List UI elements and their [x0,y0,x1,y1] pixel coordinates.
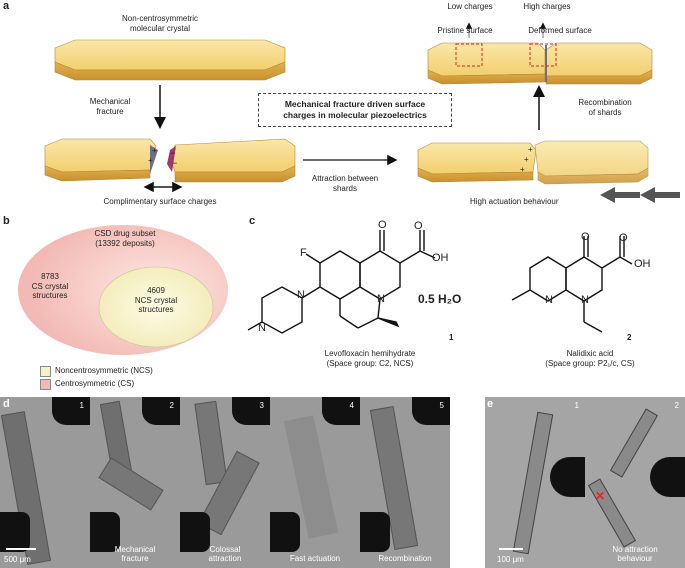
compound-2-spacegroup: (Space group: P2₁/c, CS) [545,359,635,368]
atom-o-ketone-1: O [378,219,387,231]
d3-number: 3 [259,401,264,410]
compound-1-spacegroup: (Space group: C2, NCS) [326,359,414,368]
d1-number: 1 [79,401,84,410]
crystal-title: Non-centrosymmetric molecular crystal [70,14,250,33]
low-charges-label: Low charges [447,2,493,11]
e2-caption: No attraction behaviour [612,544,658,564]
micro-frame-e2: ✕ 2 No attraction behaviour [585,397,685,568]
e1-number: 1 [574,401,579,410]
intact-crystal [54,39,286,81]
high-actuation-label: High actuation behaviour [470,197,559,206]
complimentary-label: Complimentary surface charges [103,197,217,206]
atom-oh-2: OH [634,258,651,270]
d3-caption: Colossal attraction [208,544,242,564]
mechanical-fracture-label: Mechanical fracture [60,97,160,116]
d5-number: 5 [439,401,444,410]
recombined-crystal [427,22,653,85]
crystal-title-line2: molecular crystal [129,23,190,33]
panel-c-label: c [249,215,256,227]
recombination-line1: Recombination [578,98,632,107]
panel-b-label: b [3,215,10,227]
ncs-region [98,266,214,348]
summary-line2: charges in molecular piezoelectrics [283,110,427,121]
atom-o-acid-2: O [619,232,628,244]
svg-text:+: + [148,156,153,165]
cs-count-line3: structures [32,291,68,301]
svg-text:+: + [520,165,525,174]
e-scale-bar: 100 μm [497,555,524,564]
high-charges-label: High charges [523,2,571,11]
d5-caption: Recombination [378,554,432,564]
atom-n-methyl: N [258,322,266,334]
micro-frame-d3: 3 Colossal attraction [180,397,271,568]
ncs-count-line3: structures [138,305,174,315]
outer-label: CSD drug subset (13392 deposits) [85,229,165,248]
pristine-label: Pristine surface [437,26,493,35]
attraction-line2: shards [332,183,357,193]
ncs-count-line2: NCS crystal [134,295,178,305]
attracting-crystal: + + + [417,140,649,185]
mechanical-fracture-line2: fracture [96,106,124,116]
recombination-line2: of shards [588,107,622,117]
venn-diagram [18,225,228,355]
mechanical-fracture-line1: Mechanical [89,97,131,106]
atom-n-quinolone: N [581,294,589,306]
deformed-label: Deformed surface [528,26,592,35]
crystal-title-line1: Non-centrosymmetric [121,14,198,23]
hydrate-label: 0.5 H₂O [418,292,462,306]
outer-line2: (13392 deposits) [95,238,155,248]
svg-text:−: − [172,158,177,168]
svg-text:−: − [170,148,175,158]
summary-line1: Mechanical fracture driven surface [284,99,426,109]
svg-text:+: + [524,155,529,164]
d2-caption: Mechanical fracture [114,544,156,564]
atom-o-ketone-2: O [581,231,590,243]
outer-line1: CSD drug subset [94,229,156,238]
svg-text:+: + [152,146,157,155]
legend-ncs-label: Noncentrosymmetric (NCS) [55,366,153,375]
micro-frame-d1: 1 500 μm [0,397,91,568]
micro-frame-d5: 5 Recombination [360,397,451,568]
atom-n-pip: N [297,289,305,301]
compound-2-name: Nalidixic acid [566,349,614,358]
legend-cs-label: Centrosymmetric (CS) [55,379,135,388]
panel-e-label: e [487,398,494,410]
no-attraction-mark: ✕ [595,489,606,503]
recombination-label: Recombination of shards [560,98,650,117]
panel-d-label: d [3,398,10,410]
d4-number: 4 [349,401,354,410]
atom-n-ring: N [377,293,385,305]
d2-number: 2 [169,401,174,410]
nalidixic-structure [511,236,633,333]
summary-box: Mechanical fracture driven surface charg… [258,93,452,128]
chemical-structures [247,230,633,334]
svg-text:+: + [528,145,533,154]
ncs-count: 4609 NCS crystal structures [125,286,187,315]
levofloxacin-structure [247,230,436,334]
ncs-count-value: 4609 [147,286,165,295]
fractured-crystal: + + − − [44,138,296,183]
attraction-line1: Attraction between [311,174,379,183]
compound-1-number: 1 [449,333,454,342]
e2-number: 2 [674,401,679,410]
atom-n-pyridine: N [545,294,553,306]
micro-frame-d2: 2 Mechanical fracture [90,397,181,568]
micro-frame-e1: 1 100 μm [485,397,586,568]
panel-a-illustration: + + − − + + + [44,22,680,203]
cs-count-line2: CS crystal [31,281,69,291]
legend-cs-swatch [40,379,51,390]
micro-frame-d4: 4 Fast actuation [270,397,361,568]
d-scale-bar: 500 μm [4,555,31,564]
atom-oh-1: OH [432,252,449,264]
atom-o-acid-1: O [414,220,423,232]
cs-count-value: 8783 [41,272,59,281]
cs-count: 8783 CS crystal structures [20,272,80,301]
compound-1-name: Levofloxacin hemihydrate [324,349,416,358]
d4-caption: Fast actuation [289,554,341,564]
legend-ncs-swatch [40,366,51,377]
panel-a-label: a [3,0,10,12]
attraction-label: Attraction between shards [290,174,400,193]
compound-2-number: 2 [627,333,632,342]
atom-f: F [300,247,307,259]
